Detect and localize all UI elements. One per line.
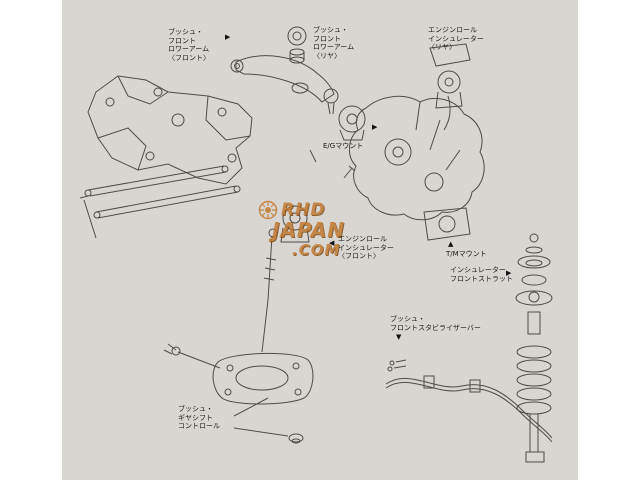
- label-bush-front-stabilizer-bar: ブッシュ・ フロントスタビライザーバー: [390, 315, 481, 332]
- watermark-rhd-text: RHD: [281, 200, 326, 220]
- watermark: RHD JAPAN .COM: [258, 200, 378, 259]
- arrow-right-icon: ▶: [372, 123, 378, 131]
- watermark-japan-text: JAPAN: [272, 218, 345, 242]
- arrow-down-icon: ▼: [396, 333, 402, 341]
- arrow-up-icon: ▲: [448, 240, 454, 248]
- label-engine-roll-insulator-rear: エンジンロール インシュレーター 〈リヤ〉: [428, 26, 484, 51]
- label-bush-front-lower-arm-front: ブッシュ・ フロント ロワーアーム 〈フロント〉: [168, 28, 210, 62]
- label-eg-mount: E/Gマウント: [323, 142, 364, 150]
- label-insulator-front-strut: インシュレーター フロントストラット: [450, 266, 513, 283]
- arrow-right-icon: ▶: [225, 33, 231, 41]
- label-bush-gearshift-control: ブッシュ・ ギヤシフト コントロール: [178, 405, 220, 430]
- label-bush-front-lower-arm-rear: ブッシュ・ フロント ロワーアーム 〈リヤ〉: [313, 26, 355, 60]
- arrow-left-icon: ◀: [329, 239, 335, 247]
- label-tm-mount: T/Mマウント: [446, 250, 487, 258]
- watermark-com-text: .COM: [292, 241, 341, 259]
- rhdjapan-logo-icon: [258, 200, 278, 220]
- label-engine-roll-insulator-front: エンジンロール インシュレーター 〈フロント〉: [338, 235, 394, 260]
- arrow-right-icon: ▶: [506, 269, 512, 277]
- diagram-canvas: [62, 0, 578, 480]
